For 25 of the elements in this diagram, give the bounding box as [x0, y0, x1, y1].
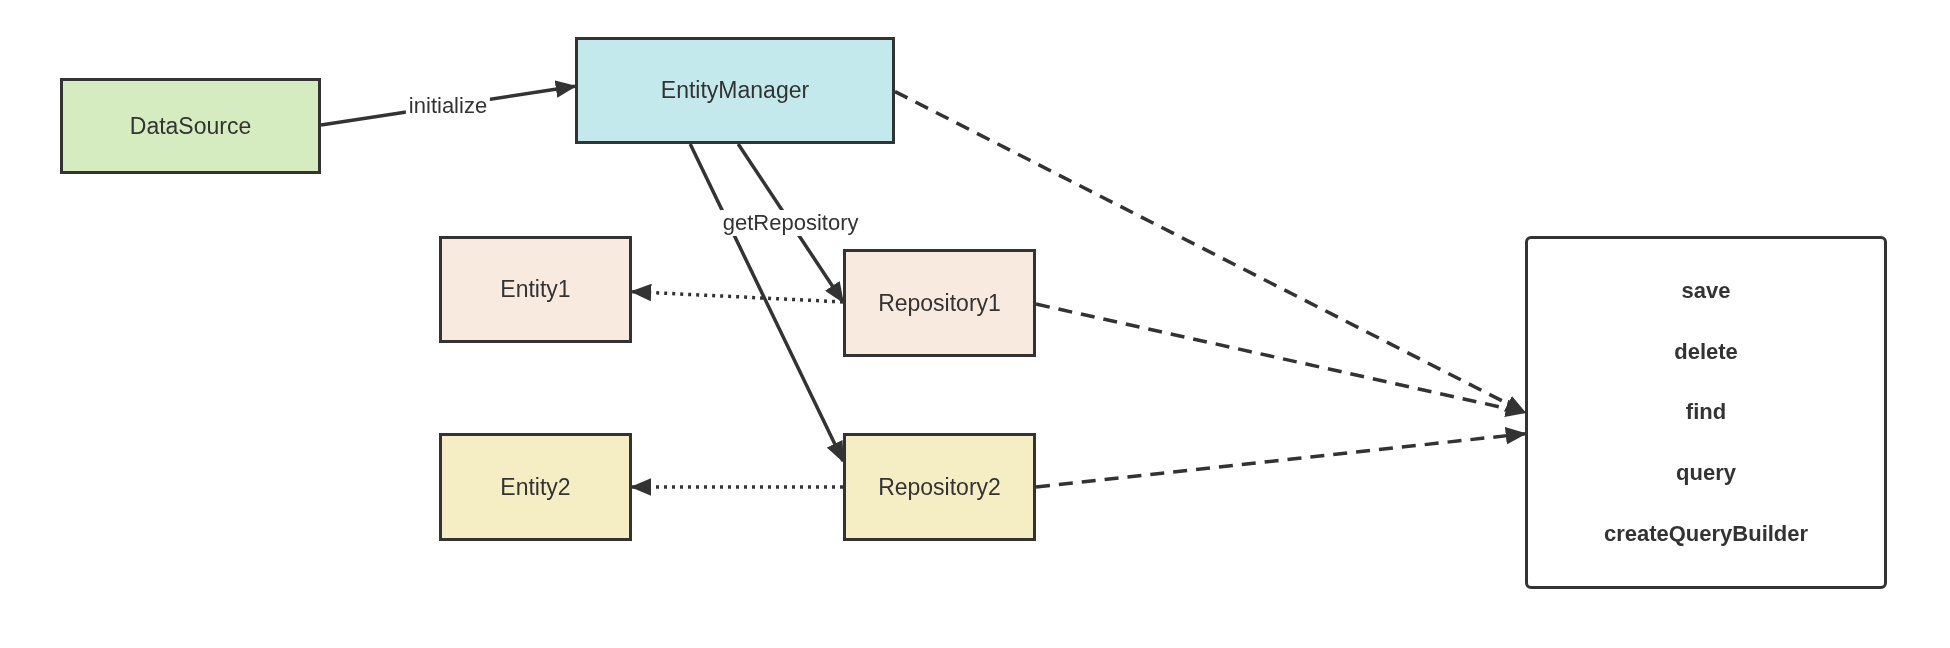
arrow: [1035, 302, 1527, 417]
method-list-box: [1525, 236, 1887, 589]
edge-label: getRepository: [719, 209, 862, 236]
method-name: query: [1676, 460, 1736, 487]
class-name: Repository1: [878, 289, 1001, 317]
method-name: delete: [1674, 338, 1738, 365]
class-name: DataSource: [129, 112, 252, 140]
class-name: EntityManager: [660, 77, 810, 104]
arrow: [894, 90, 1527, 415]
class-box: [843, 433, 1036, 541]
method-name: save: [1681, 277, 1731, 304]
class-box: [439, 236, 632, 343]
arrow: [630, 283, 844, 304]
class-name: Entity1: [500, 276, 571, 303]
class-box: [60, 78, 321, 174]
method-name: find: [1685, 399, 1727, 426]
class-box: [439, 433, 632, 541]
class-box: [575, 37, 895, 144]
method-name: createQueryBuilder: [1603, 521, 1809, 548]
arrow: [1035, 427, 1527, 489]
arrow: [630, 478, 843, 496]
class-name: Entity2: [500, 473, 571, 501]
arrow: [688, 143, 845, 463]
class-box: [843, 249, 1036, 357]
class-name: Repository2: [878, 473, 1001, 501]
